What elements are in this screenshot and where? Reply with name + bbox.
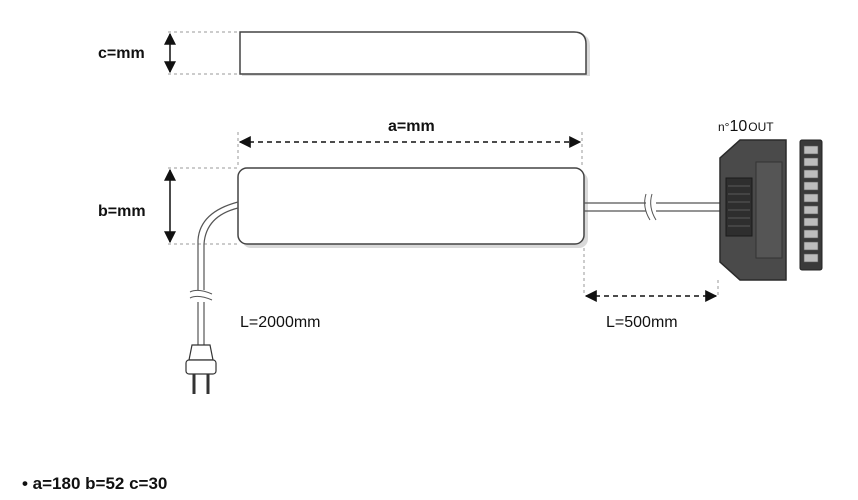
primary-cable: L=2000mm [185, 201, 321, 394]
output-count-number: 10 [729, 118, 747, 135]
secondary-cable: L=500mm [583, 193, 720, 331]
primary-cable-length-label: L=2000mm [240, 314, 321, 331]
dimension-a-label: a=mm [388, 118, 435, 135]
output-count-suffix: OUT [748, 120, 774, 134]
specification-line: • a=180 b=52 c=30 [22, 474, 168, 493]
power-supply-top-view [237, 167, 585, 245]
side-view: c=mm [98, 31, 590, 76]
distributor-block: n°10OUT [718, 118, 787, 281]
side-view-body [239, 31, 587, 75]
secondary-cable-length-label: L=500mm [606, 314, 678, 331]
output-connector-strip [799, 139, 823, 271]
dimension-b: b=mm [98, 167, 238, 245]
dimension-b-label: b=mm [98, 203, 146, 220]
power-supply-body [237, 167, 588, 248]
svg-text:n°10OUT: n°10OUT [718, 118, 774, 135]
dimension-c-label: c=mm [98, 45, 145, 62]
plug-icon [185, 344, 217, 394]
dimension-a: a=mm [237, 118, 583, 168]
output-count-prefix: n° [718, 120, 730, 134]
